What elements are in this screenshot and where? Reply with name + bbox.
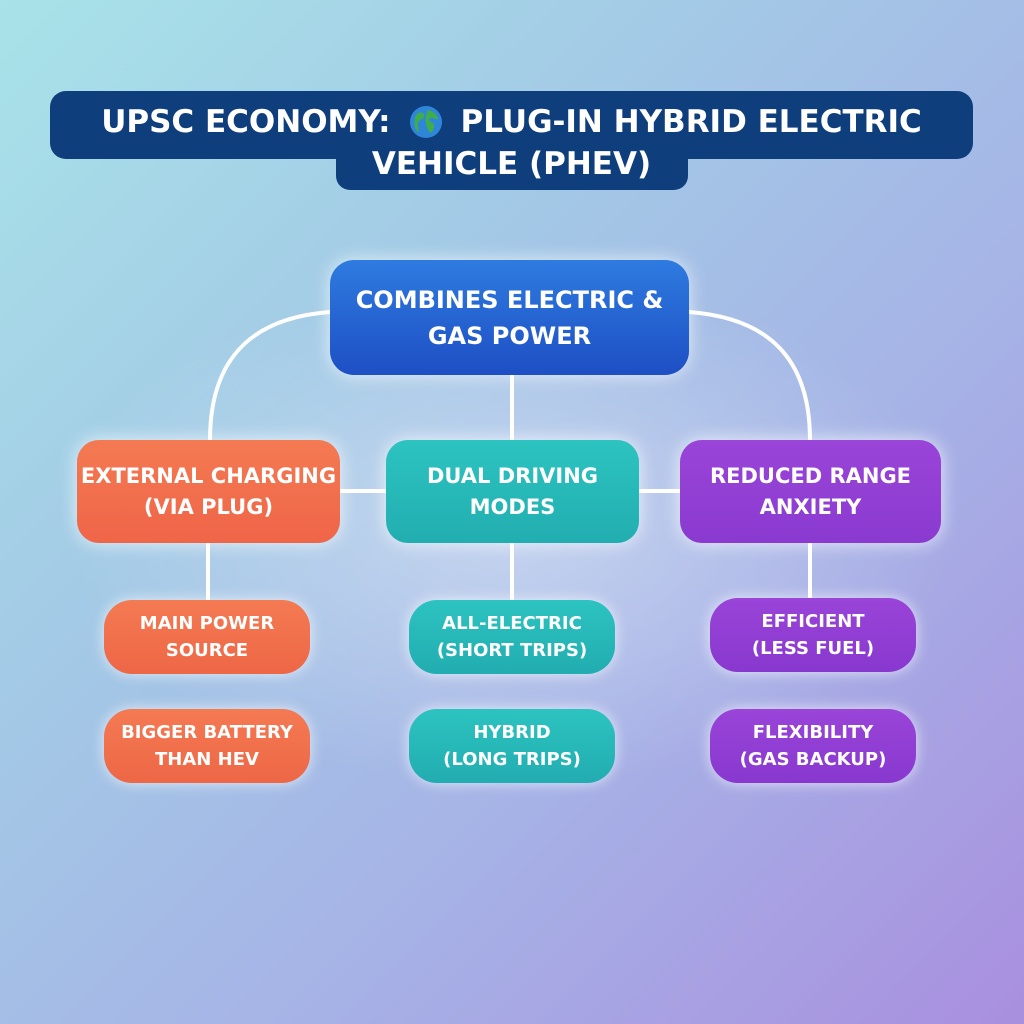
title-suffix: PLUG-IN HYBRID ELECTRIC bbox=[460, 104, 922, 140]
title-prefix: UPSC ECONOMY: bbox=[101, 104, 391, 140]
leaf-all-electric: ALL-ELECTRIC (SHORT TRIPS) bbox=[409, 600, 615, 674]
root-node: COMBINES ELECTRIC & GAS POWER bbox=[330, 260, 689, 375]
page-title: UPSC ECONOMY: PLUG-IN HYBRID ELECTRIC VE… bbox=[50, 91, 973, 191]
leaf-efficient: EFFICIENT (LESS FUEL) bbox=[710, 598, 916, 672]
branch-dual-driving-modes: DUAL DRIVING MODES bbox=[386, 440, 639, 543]
branch-external-charging: EXTERNAL CHARGING (VIA PLUG) bbox=[77, 440, 340, 543]
leaf-bigger-battery: BIGGER BATTERY THAN HEV bbox=[104, 709, 310, 783]
title-line-2: VEHICLE (PHEV) bbox=[371, 146, 652, 182]
leaf-flexibility: FLEXIBILITY (GAS BACKUP) bbox=[710, 709, 916, 783]
connector-root-right bbox=[687, 310, 812, 442]
leaf-hybrid: HYBRID (LONG TRIPS) bbox=[409, 709, 615, 783]
branch-reduced-range-anxiety: REDUCED RANGE ANXIETY bbox=[680, 440, 941, 543]
leaf-main-power-source: MAIN POWER SOURCE bbox=[104, 600, 310, 674]
connector-root-left bbox=[208, 310, 332, 442]
title-banner-tab bbox=[336, 140, 688, 190]
globe-icon bbox=[409, 106, 442, 138]
